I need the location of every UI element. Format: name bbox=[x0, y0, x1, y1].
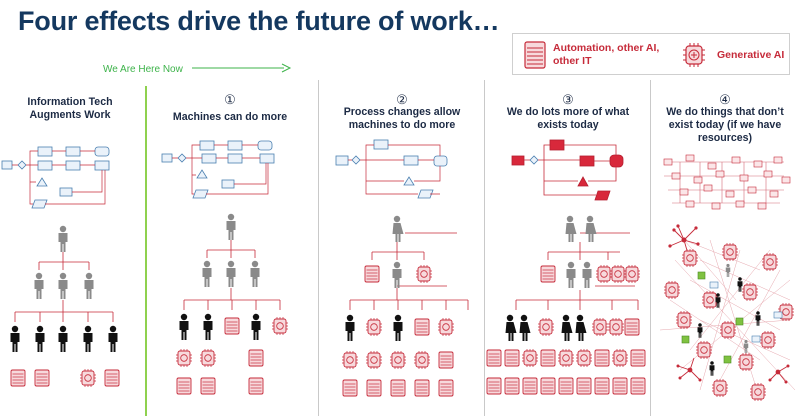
divider-now bbox=[145, 86, 147, 416]
column-2-number: ② bbox=[396, 92, 408, 107]
column-4-heading: We do things that don’t exist today (if … bbox=[666, 106, 784, 144]
network-column-4 bbox=[659, 224, 796, 402]
legend-automation-label: Automation, other AI, other IT bbox=[553, 42, 660, 67]
column-1-number: ① bbox=[224, 92, 236, 107]
column-4-number: ④ bbox=[719, 92, 731, 107]
flowchart-column-2 bbox=[335, 139, 448, 199]
flowchart-column-3 bbox=[511, 139, 624, 201]
org-chart-column-1 bbox=[175, 213, 289, 395]
page-title: Four effects drive the future of work… bbox=[18, 6, 500, 36]
ai-brain-chip-icon bbox=[683, 43, 705, 67]
org-chart-column-0 bbox=[10, 225, 120, 388]
column-2-heading: Process changes allow machines to do mor… bbox=[343, 106, 461, 131]
divider-3 bbox=[484, 80, 485, 416]
flowchart-column-4 bbox=[664, 161, 784, 204]
here-now-label: We Are Here Now bbox=[103, 64, 183, 75]
column-3-heading: We do lots more of what exists today bbox=[506, 106, 630, 131]
flowchart-column-4-nodes bbox=[663, 154, 791, 210]
column-0-heading: Information Tech Augments Work bbox=[27, 96, 113, 121]
org-chart-column-3 bbox=[486, 215, 646, 395]
org-chart-column-2 bbox=[341, 215, 469, 397]
flowchart-column-0 bbox=[1, 146, 110, 209]
flowchart-column-1 bbox=[161, 140, 275, 199]
legend-genai-label: Generative AI bbox=[717, 49, 785, 61]
legend-box: Automation, other AI, other IT Generativ… bbox=[512, 33, 790, 75]
right-arrow-icon bbox=[192, 63, 292, 73]
server-rack-icon bbox=[524, 41, 546, 69]
column-1-heading: Machines can do more bbox=[172, 111, 288, 123]
column-3-number: ③ bbox=[562, 92, 574, 107]
divider-2 bbox=[318, 80, 319, 416]
divider-4 bbox=[650, 80, 651, 416]
